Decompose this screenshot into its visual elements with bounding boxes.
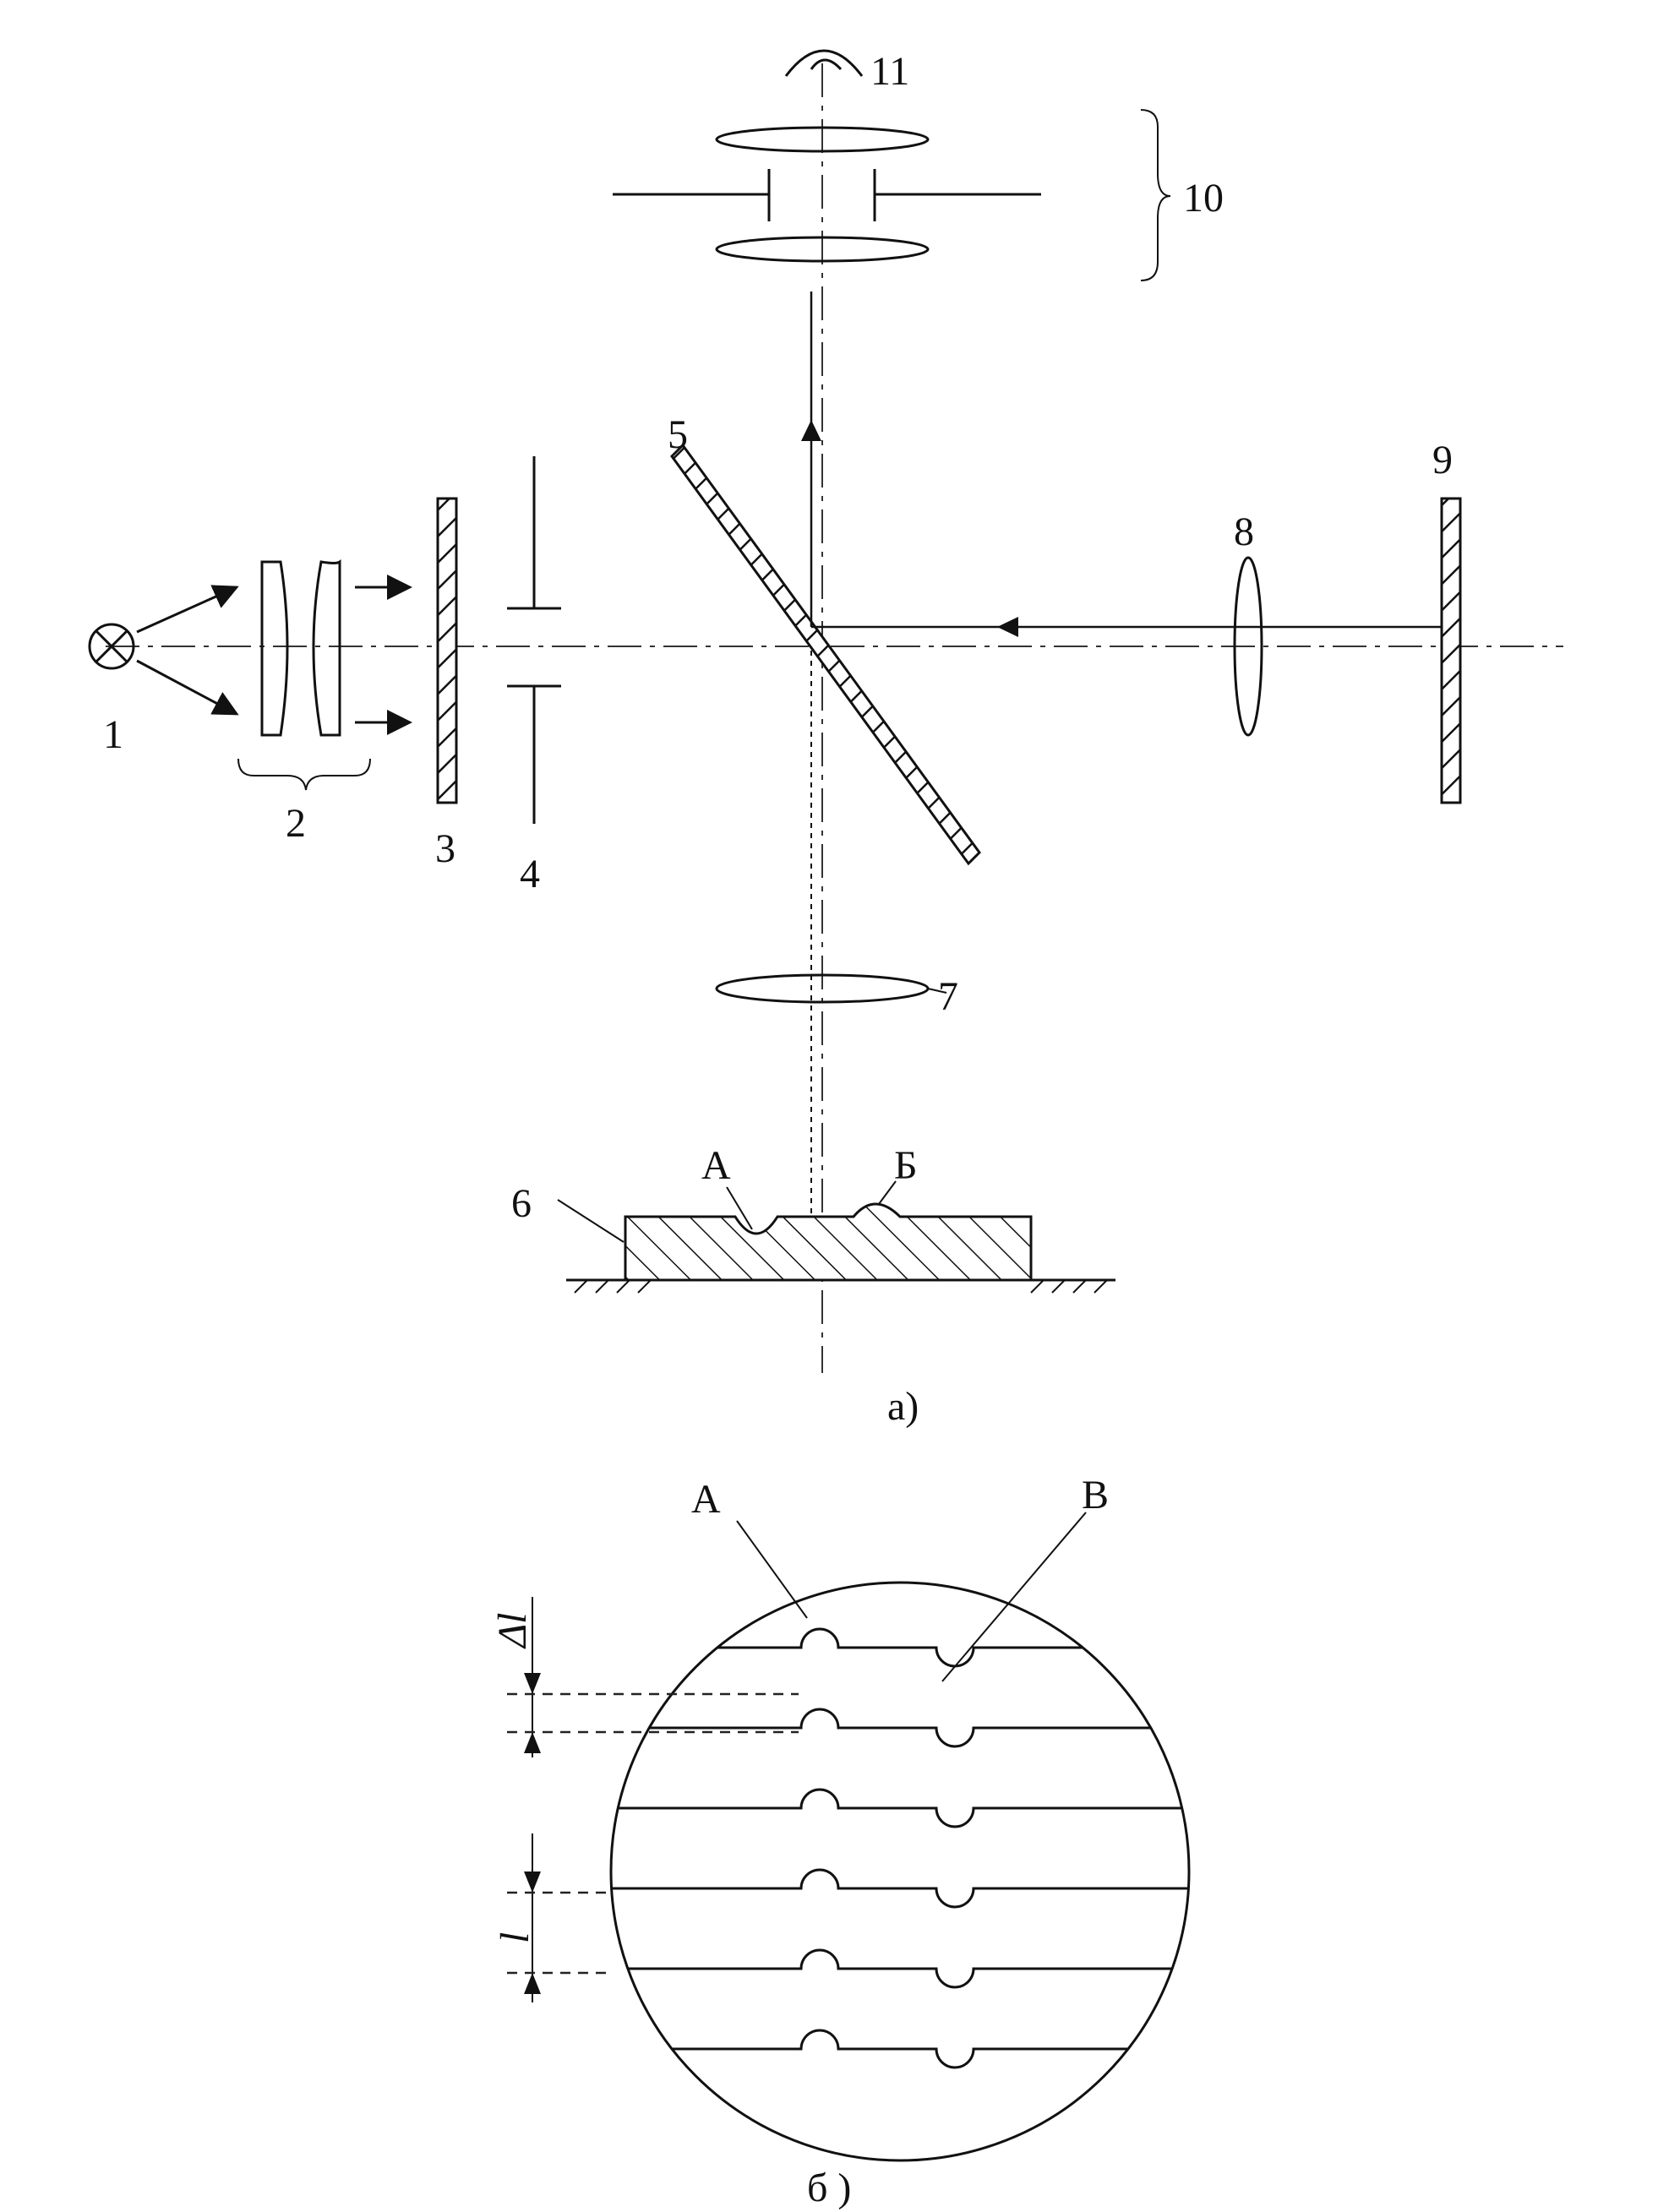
label-6: 6 <box>511 1181 532 1226</box>
figure-b: А В Δl l б ) <box>490 1473 1191 2210</box>
label-11: 11 <box>870 49 909 94</box>
label-A-top: А <box>701 1143 731 1188</box>
observation-ray-arrowhead-icon <box>801 420 821 441</box>
delta-l-dimension <box>507 1597 799 1757</box>
label-8: 8 <box>1234 509 1254 554</box>
source-ray-down <box>136 659 239 716</box>
label-3: 3 <box>435 826 455 871</box>
caption-a: а) <box>887 1384 919 1429</box>
fringe-line <box>611 2029 1189 2069</box>
figure-a: 1 2 3 4 5 7 <box>88 49 1563 1429</box>
condenser-brace-icon <box>237 758 371 791</box>
label-delta-l: Δl <box>490 1612 535 1649</box>
eyepiece-brace-icon <box>1140 109 1171 281</box>
leader-6 <box>557 1199 625 1243</box>
condenser-lenses <box>237 559 371 791</box>
leader-A-bottom <box>736 1520 808 1619</box>
fringe-line <box>611 1868 1189 1909</box>
label-1: 1 <box>103 712 123 757</box>
fringe-line <box>611 1788 1189 1828</box>
aperture-diaphragm <box>507 456 561 824</box>
label-A-bottom: А <box>691 1477 721 1522</box>
leader-B-bottom <box>941 1512 1087 1682</box>
label-l: l <box>493 1932 537 1943</box>
label-4: 4 <box>520 852 540 896</box>
fringe-line <box>611 1948 1189 1989</box>
light-source-icon <box>88 623 135 670</box>
specimen-block <box>566 1202 1115 1294</box>
eyepiece-assembly <box>613 126 1041 263</box>
label-B-top: Б <box>894 1143 918 1188</box>
caption-b: б ) <box>807 2166 851 2210</box>
reference-ray-arrowhead-icon <box>997 617 1018 637</box>
interference-fringes <box>611 1627 1189 2069</box>
label-5: 5 <box>668 412 688 457</box>
beam-splitter-plate <box>670 443 981 866</box>
fringe-line <box>611 1708 1189 1748</box>
reference-lens <box>1233 556 1263 737</box>
source-ray-up <box>136 585 239 634</box>
label-2: 2 <box>286 801 306 846</box>
label-7: 7 <box>938 974 958 1019</box>
field-of-view-circle <box>609 1581 1191 2162</box>
reference-mirror <box>1440 497 1462 804</box>
label-9: 9 <box>1432 438 1453 482</box>
eye-icon <box>784 49 864 77</box>
filter-plate <box>436 497 458 804</box>
label-10: 10 <box>1183 176 1224 221</box>
leader-B-top <box>878 1180 897 1205</box>
label-B-bottom: В <box>1082 1473 1109 1517</box>
l-dimension <box>507 1833 608 2002</box>
fringe-line <box>611 1627 1189 1668</box>
leader-A-top <box>726 1186 753 1230</box>
leader-7 <box>927 988 947 994</box>
